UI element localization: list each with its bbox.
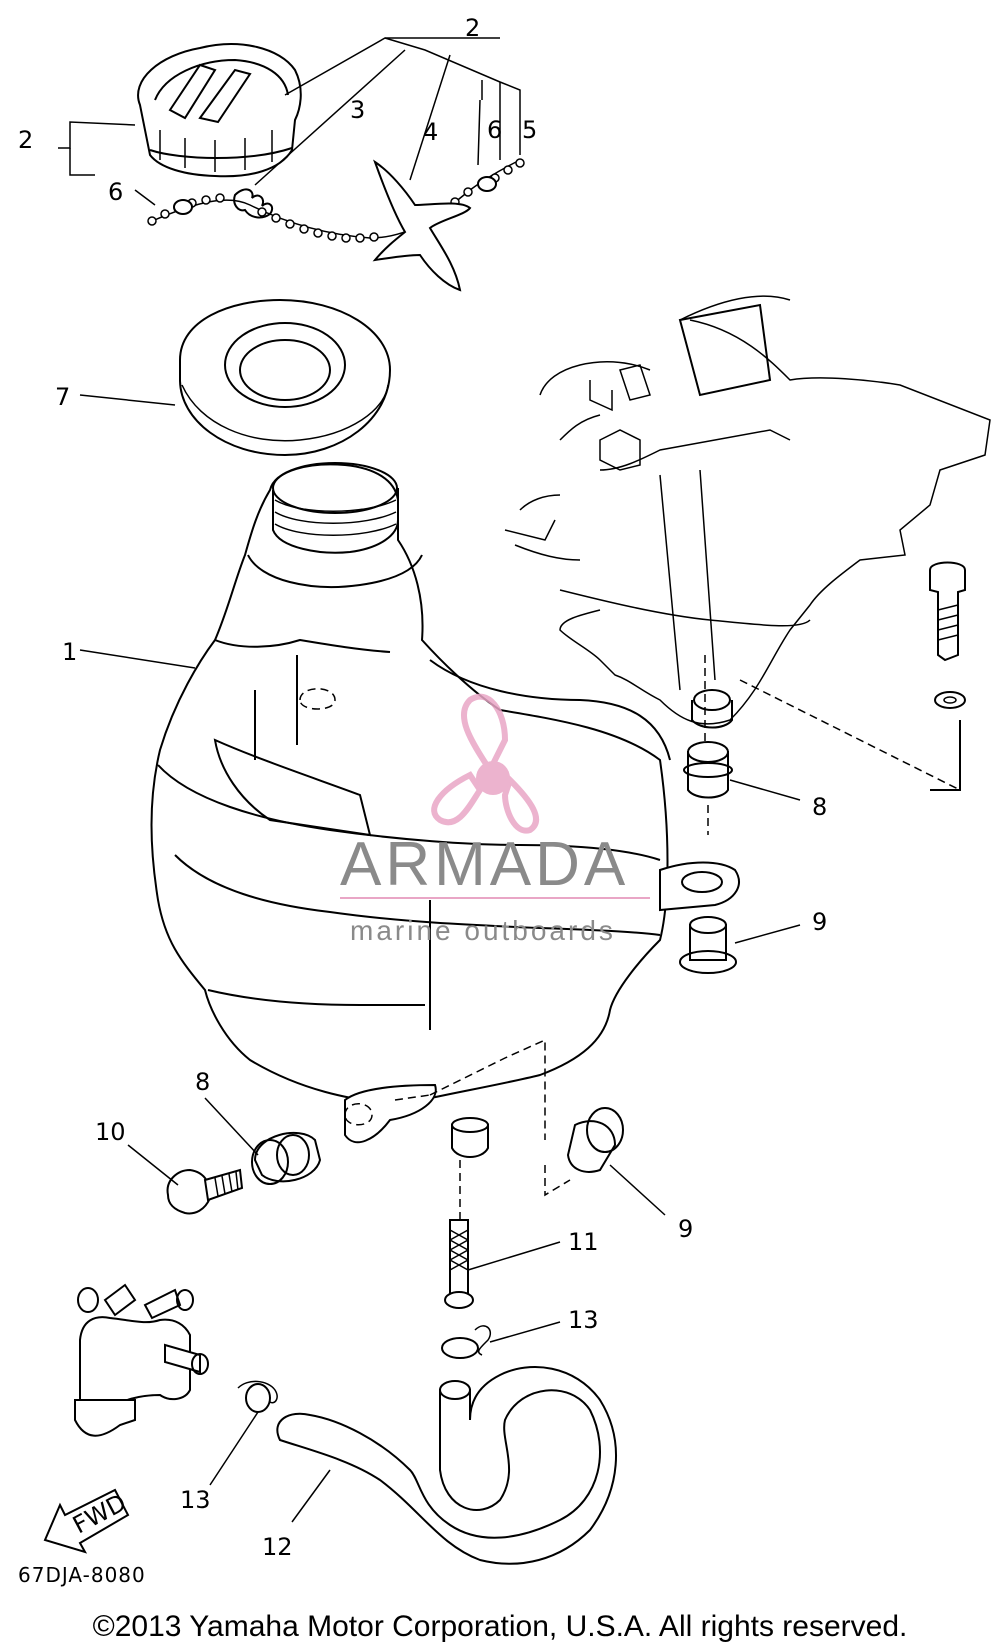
callout-13-right: 13 — [568, 1306, 599, 1334]
callout-labels: 1 2 2 3 4 5 6 6 7 8 8 9 9 10 11 12 13 13 — [18, 14, 827, 1561]
callout-7: 7 — [55, 383, 70, 411]
hose-clip-lower — [237, 1380, 278, 1413]
callout-9-lower: 9 — [678, 1215, 693, 1243]
engine-bracket — [504, 295, 991, 791]
fuel-hose — [276, 1366, 617, 1565]
collar-lower — [544, 1107, 624, 1197]
fwd-arrow: FWD — [43, 1488, 131, 1554]
grommet-upper — [683, 741, 733, 950]
watermark-tagline: marine outboards — [350, 915, 616, 946]
callout-10: 10 — [95, 1118, 126, 1146]
collar-upper — [679, 916, 737, 974]
fuel-cap — [137, 43, 302, 178]
callout-3: 3 — [350, 96, 365, 124]
gasket-ring — [179, 298, 392, 457]
callout-2-top: 2 — [465, 14, 480, 42]
callout-5: 5 — [522, 116, 537, 144]
callout-8-right: 8 — [812, 793, 827, 821]
fuel-cock — [74, 1283, 209, 1437]
grommet-lower — [251, 1131, 322, 1185]
armada-watermark: ARMADA marine outboards — [340, 693, 650, 946]
callout-6-right: 6 — [487, 116, 502, 144]
callout-8-left: 8 — [195, 1068, 210, 1096]
callout-9-right: 9 — [812, 908, 827, 936]
callout-1: 1 — [62, 638, 77, 666]
diagram-code: 67DJA-8080 — [18, 1563, 146, 1587]
tether-clip — [372, 159, 472, 292]
spring-part — [233, 188, 274, 219]
leader-lines — [58, 37, 801, 1523]
bolt-part — [166, 1168, 244, 1215]
fuel-filter — [444, 1160, 474, 1309]
fuel-tank — [150, 462, 740, 1158]
copyright-notice: ©2013 Yamaha Motor Corporation, U.S.A. A… — [92, 1610, 908, 1643]
callout-6-left: 6 — [108, 178, 123, 206]
callout-4: 4 — [423, 118, 438, 146]
callout-2-left: 2 — [18, 126, 33, 154]
callout-11: 11 — [568, 1228, 599, 1256]
hose-clip-upper — [441, 1325, 492, 1359]
callout-12: 12 — [262, 1533, 293, 1561]
tether-chain — [147, 158, 525, 292]
mounting-bolt — [929, 561, 966, 709]
propeller-logo — [431, 693, 539, 834]
callout-13-left: 13 — [180, 1486, 211, 1514]
watermark-name: ARMADA — [340, 830, 629, 899]
